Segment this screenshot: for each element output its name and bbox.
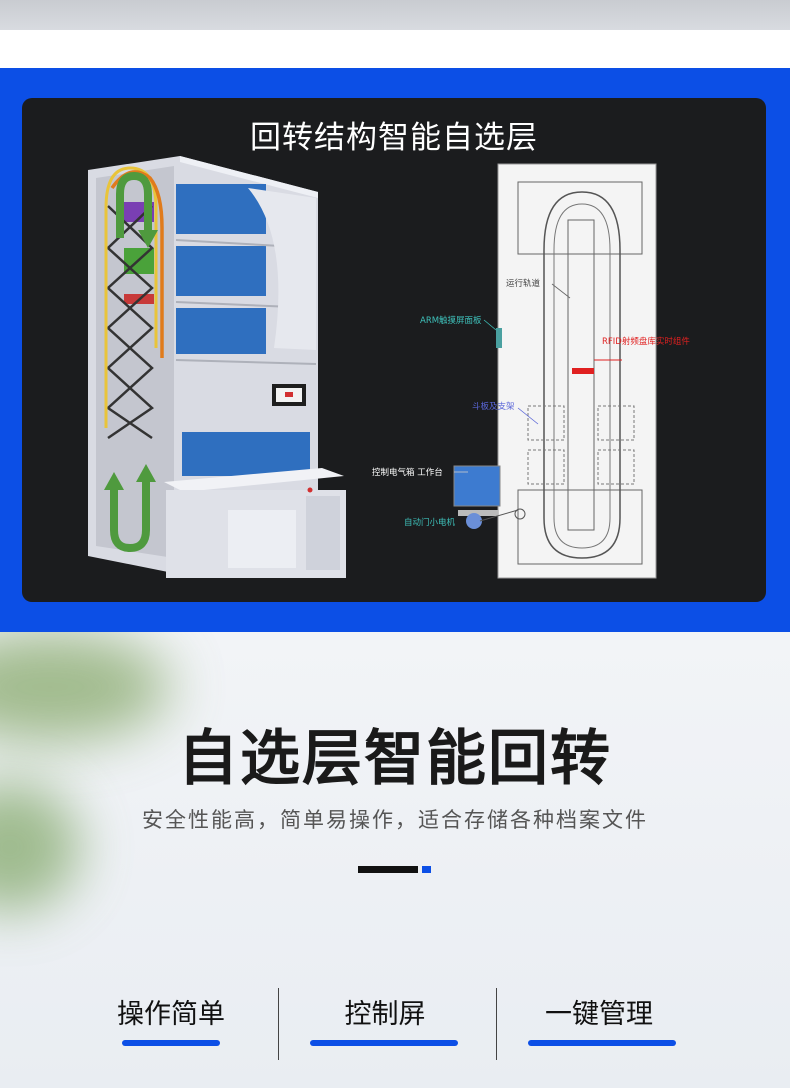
divider-black [358, 866, 418, 873]
feature-underline [528, 1040, 676, 1046]
label-motor: 自动门小电机 [404, 517, 456, 528]
divider-blue [422, 866, 431, 873]
label-console: 控制电气箱 工作台 [372, 467, 443, 478]
label-bucket: 斗板及支架 [472, 401, 515, 412]
panel-title: 回转结构智能自选层 [250, 120, 538, 156]
feature-section: 自选层智能回转 安全性能高，简单易操作，适合存储各种档案文件 操作简单 控制屏 … [0, 632, 790, 1088]
feature-item-easy: 操作简单 [56, 992, 286, 1031]
feature-label: 一键管理 [545, 999, 653, 1030]
feature-underline [122, 1040, 220, 1046]
schematic-diagram: 运行轨道 ARM触摸屏面板 RFID射频盘库实时组件 斗板及支架 控制电气箱 工… [372, 163, 690, 579]
feature-underline [310, 1040, 458, 1046]
section-subtitle: 安全性能高，简单易操作，适合存储各种档案文件 [142, 808, 648, 832]
white-strip [0, 30, 790, 68]
feature-divider [278, 988, 279, 1060]
feature-divider [496, 988, 497, 1060]
section-headline: 自选层智能回转 [178, 724, 612, 794]
leaf-blur-decoration-lower [0, 782, 80, 912]
label-track: 运行轨道 [506, 278, 541, 289]
feature-item-onekey: 一键管理 [484, 992, 714, 1031]
cabinet-illustration [88, 156, 346, 578]
feature-item-screen: 控制屏 [270, 992, 500, 1031]
feature-label: 操作简单 [117, 999, 225, 1030]
label-arm-panel: ARM触摸屏面板 [420, 315, 482, 326]
top-gray-strip [0, 0, 790, 30]
feature-label: 控制屏 [344, 999, 426, 1030]
structure-panel: 回转结构智能自选层 [22, 98, 766, 602]
label-rfid: RFID射频盘库实时组件 [602, 336, 690, 347]
